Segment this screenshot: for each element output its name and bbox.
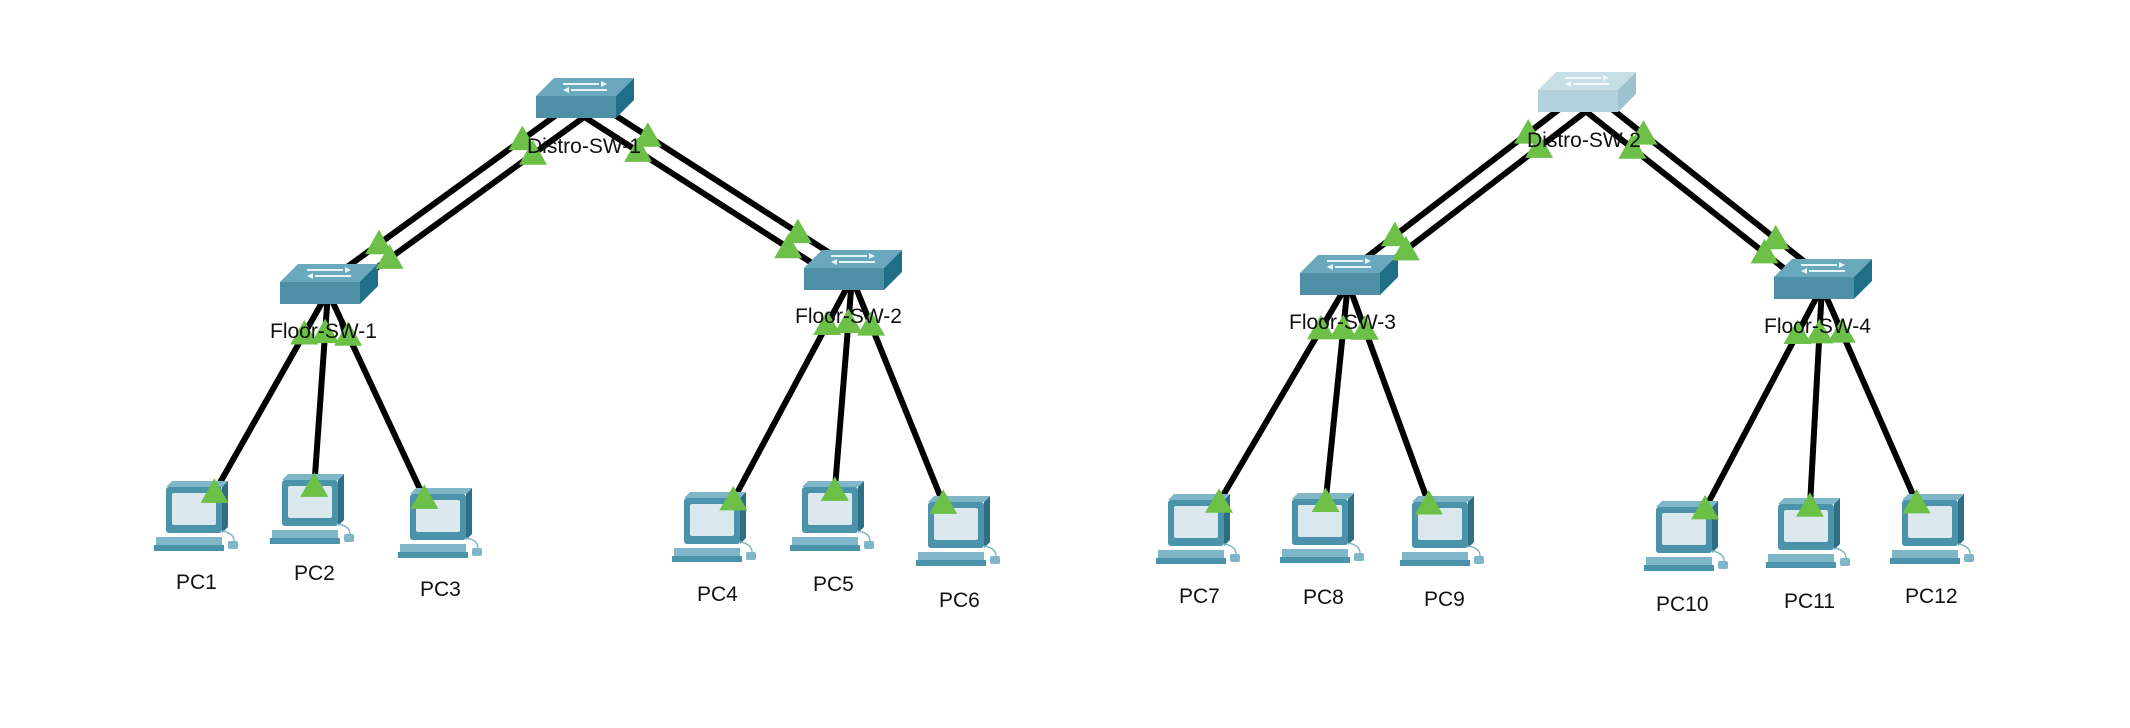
distro-sw-2-switch-icon[interactable]	[1538, 72, 1636, 112]
port-distro-sw-2-floor-sw-4-1-b-link-up-icon	[1761, 224, 1790, 250]
floor-sw-1-label: Floor-SW-1	[270, 320, 377, 343]
port-floor-sw-4-pc12-1-a-link-up-icon	[1827, 318, 1856, 343]
port-floor-sw-3-pc9-1-b-link-up-icon	[1414, 490, 1443, 515]
floor-sw-3-switch-icon[interactable]	[1300, 255, 1398, 295]
port-distro-sw-1-floor-sw-1-2-b-link-up-icon	[365, 229, 394, 255]
pc12-label: PC12	[1905, 585, 1958, 608]
port-distro-sw-2-floor-sw-4-1-a-link-up-icon	[1629, 120, 1658, 145]
pc1-label: PC1	[176, 571, 217, 594]
port-floor-sw-4-pc10-1-b-link-up-icon	[1691, 494, 1720, 520]
floor-sw-1-switch-icon[interactable]	[280, 264, 378, 304]
port-floor-sw-4-pc12-1-b-link-up-icon	[1902, 488, 1931, 514]
pc9-label: PC9	[1424, 588, 1465, 611]
port-distro-sw-1-floor-sw-2-2-b-link-up-icon	[774, 233, 803, 259]
nodes-layer	[154, 72, 1974, 571]
port-distro-sw-2-floor-sw-3-2-a-link-up-icon	[1514, 119, 1543, 144]
distro-sw-1-switch-icon[interactable]	[536, 78, 634, 118]
floor-sw-2-label: Floor-SW-2	[795, 305, 902, 328]
port-floor-sw-1-pc3-1-a-link-up-icon	[334, 321, 363, 346]
link-distro-sw-1-floor-sw-2-1[interactable]	[585, 95, 860, 274]
links-layer	[193, 89, 1935, 548]
port-floor-sw-4-pc11-1-a-link-up-icon	[1805, 318, 1834, 344]
port-distro-sw-1-floor-sw-2-2-a-link-up-icon	[624, 137, 653, 162]
port-floor-sw-3-pc9-1-a-link-up-icon	[1350, 315, 1379, 340]
port-floor-sw-2-pc6-1-b-link-up-icon	[929, 489, 958, 514]
floor-sw-3-label: Floor-SW-3	[1289, 311, 1396, 334]
pc8-label: PC8	[1303, 586, 1344, 609]
port-floor-sw-1-pc3-1-b-link-up-icon	[410, 484, 439, 509]
port-distro-sw-2-floor-sw-3-1-b-link-up-icon	[1391, 235, 1420, 261]
port-distro-sw-2-floor-sw-4-2-a-link-up-icon	[1618, 134, 1647, 159]
pc10-pc-icon[interactable]	[1644, 501, 1728, 571]
port-distro-sw-1-floor-sw-2-1-b-link-up-icon	[783, 218, 812, 244]
pc10-label: PC10	[1656, 593, 1709, 616]
port-floor-sw-1-pc1-1-b-link-up-icon	[200, 478, 229, 503]
pc11-label: PC11	[1784, 590, 1835, 613]
port-floor-sw-2-pc5-1-b-link-up-icon	[820, 476, 849, 501]
port-floor-sw-3-pc7-1-b-link-up-icon	[1205, 488, 1233, 513]
pc9-pc-icon[interactable]	[1400, 496, 1484, 566]
port-floor-sw-4-pc10-1-a-link-up-icon	[1783, 319, 1812, 344]
link-distro-sw-1-floor-sw-1-2[interactable]	[319, 95, 582, 288]
ports-layer	[200, 119, 1931, 520]
link-distro-sw-2-floor-sw-4-1[interactable]	[1588, 89, 1831, 283]
port-floor-sw-1-pc2-1-a-link-up-icon	[311, 318, 340, 344]
pc6-pc-icon[interactable]	[916, 496, 1000, 566]
floor-sw-4-label: Floor-SW-4	[1764, 315, 1871, 338]
port-distro-sw-1-floor-sw-2-1-a-link-up-icon	[633, 122, 662, 147]
pc6-label: PC6	[939, 589, 980, 612]
port-distro-sw-2-floor-sw-3-1-a-link-up-icon	[1525, 133, 1554, 158]
port-floor-sw-3-pc8-1-a-link-up-icon	[1329, 314, 1358, 340]
pc3-label: PC3	[420, 578, 461, 601]
link-distro-sw-1-floor-sw-2-2[interactable]	[576, 110, 851, 289]
port-distro-sw-2-floor-sw-3-2-b-link-up-icon	[1380, 221, 1409, 247]
port-floor-sw-3-pc8-1-b-link-up-icon	[1311, 487, 1340, 512]
floor-sw-2-switch-icon[interactable]	[804, 250, 902, 290]
pc5-label: PC5	[813, 573, 854, 596]
link-distro-sw-2-floor-sw-3-2[interactable]	[1339, 89, 1584, 279]
pc7-label: PC7	[1179, 585, 1220, 608]
port-floor-sw-1-pc2-1-b-link-up-icon	[300, 472, 329, 497]
pc4-pc-icon[interactable]	[672, 492, 756, 562]
pc12-pc-icon[interactable]	[1890, 494, 1974, 564]
pc2-label: PC2	[294, 562, 335, 585]
port-floor-sw-2-pc5-1-a-link-up-icon	[834, 308, 863, 333]
port-floor-sw-4-pc11-1-b-link-up-icon	[1795, 492, 1824, 517]
distro-sw-2-label: Distro-SW-2	[1527, 129, 1641, 152]
port-distro-sw-2-floor-sw-4-2-b-link-up-icon	[1750, 238, 1779, 264]
pc4-label: PC4	[697, 583, 738, 606]
pc3-pc-icon[interactable]	[398, 488, 482, 558]
port-floor-sw-1-pc1-1-a-link-up-icon	[290, 319, 319, 345]
port-distro-sw-1-floor-sw-1-1-a-link-up-icon	[518, 140, 547, 165]
pc8-pc-icon[interactable]	[1280, 493, 1364, 563]
port-floor-sw-2-pc4-1-a-link-up-icon	[813, 310, 842, 335]
port-floor-sw-2-pc4-1-b-link-up-icon	[719, 485, 748, 511]
distro-sw-1-label: Distro-SW-1	[527, 135, 641, 158]
port-floor-sw-2-pc6-1-a-link-up-icon	[857, 311, 886, 336]
floor-sw-4-switch-icon[interactable]	[1774, 259, 1872, 299]
port-distro-sw-1-floor-sw-1-1-b-link-up-icon	[375, 244, 404, 269]
port-distro-sw-1-floor-sw-1-2-a-link-up-icon	[508, 125, 537, 151]
pc1-pc-icon[interactable]	[154, 481, 238, 551]
port-floor-sw-3-pc7-1-a-link-up-icon	[1307, 314, 1335, 340]
